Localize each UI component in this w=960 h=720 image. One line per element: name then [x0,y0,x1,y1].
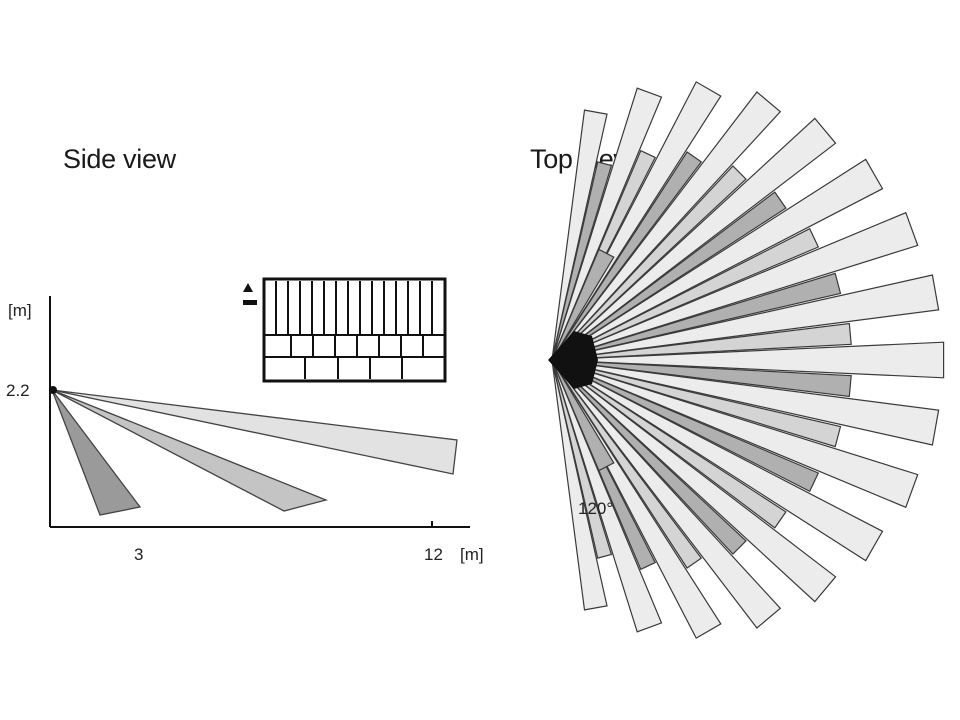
zone-pattern-inset [243,277,447,383]
top-beam-24 [551,359,747,555]
top-beam-13 [551,322,852,361]
top-beam-7 [551,117,837,361]
coverage-angle-label: 120° [578,499,613,518]
top-beam-14 [551,359,852,398]
side-view-title: Side view [63,144,176,174]
top-beam-3 [551,211,919,361]
top-beam-22 [551,359,787,529]
top-beam-27 [551,151,703,361]
inset-orientation-arrow-icon [243,283,253,292]
sensor-origin-side [49,386,57,394]
top-beam-10 [551,359,782,629]
top-beam-23 [551,165,747,361]
mount-height-label: 2.2 [6,381,30,400]
top-beam-17 [551,227,820,361]
inset-orientation-bar-icon [243,300,257,305]
top-beam-8 [551,359,837,603]
side-y-unit-label: [m] [8,301,32,320]
side-beam-near [51,389,142,516]
top-beam-18 [551,359,820,493]
top-beam-15 [551,272,842,361]
top-view [551,81,945,639]
top-beam-16 [551,359,842,448]
top-beam-34 [551,359,615,472]
top-beam-28 [551,359,703,569]
top-beam-20 [551,359,663,633]
x-tick-label-3: 3 [134,545,143,564]
top-beam-33 [551,248,615,361]
top-beam-1 [551,274,940,361]
sensor-origin-top [548,331,598,389]
top-beam-31 [551,161,613,361]
top-beam-5 [551,158,884,361]
top-beam-2 [551,359,940,446]
top-beam-4 [551,359,919,509]
side-view: [m] 2.2 3 12 [m] [6,277,484,564]
side-x-unit-label: [m] [460,545,484,564]
top-beam-32 [551,359,613,559]
top-beam-26 [551,359,608,611]
top-beam-0 [551,341,945,379]
top-beam-21 [551,191,787,361]
top-beam-6 [551,359,884,562]
top-beam-19 [551,87,663,361]
x-tick-label-12: 12 [424,545,443,564]
top-beam-9 [551,91,782,361]
side-beam-mid [51,389,329,512]
side-beam-far [51,389,458,475]
top-beam-25 [551,109,608,361]
